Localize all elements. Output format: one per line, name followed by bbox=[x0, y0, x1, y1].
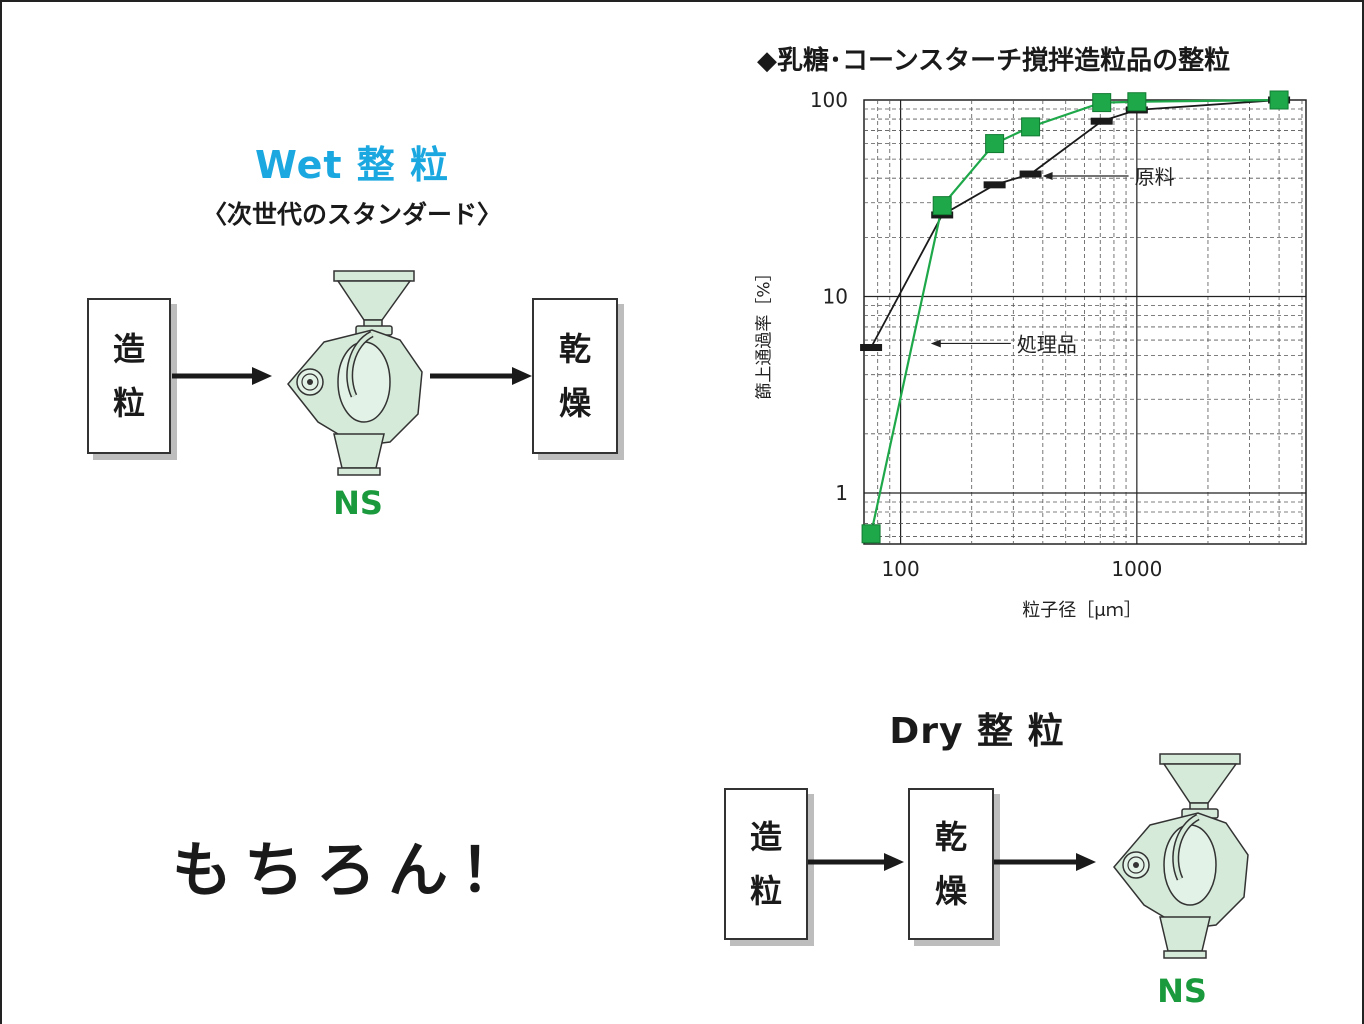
y-tick-label: 10 bbox=[823, 284, 848, 308]
raw-annotation-arrowhead bbox=[1042, 172, 1053, 181]
wet-title: Wet 整 粒 bbox=[255, 143, 449, 187]
arrow-right-icon bbox=[808, 853, 904, 871]
dry-granulation-box: 造 粒 bbox=[724, 788, 808, 940]
wet-drying-char-2: 燥 bbox=[558, 384, 591, 422]
raw-data-point bbox=[1090, 117, 1113, 125]
granulator-machine-icon bbox=[1113, 753, 1249, 959]
dry-flow-arrows bbox=[808, 853, 1096, 871]
processed-data-point bbox=[1269, 90, 1289, 110]
plot-frame bbox=[863, 99, 1307, 545]
arrow-right-icon bbox=[172, 367, 272, 385]
wet-machine-label: NS bbox=[333, 484, 383, 522]
x-tick-label: 1000 bbox=[1111, 557, 1162, 581]
processed-series-label: 処理品 bbox=[1017, 332, 1077, 356]
exclamation-text: もちろん！ bbox=[172, 836, 532, 906]
processed-data-point bbox=[1127, 92, 1147, 112]
processed-data-point bbox=[932, 196, 952, 216]
wet-granulation-char-2: 粒 bbox=[112, 384, 145, 422]
processed-data-point bbox=[1092, 93, 1112, 113]
processed-data-point bbox=[1021, 117, 1041, 137]
wet-granulation-box: 造 粒 bbox=[87, 298, 171, 454]
raw-data-point bbox=[1019, 170, 1042, 178]
raw-series-label: 原料 bbox=[1135, 165, 1175, 189]
arrow-right-icon bbox=[430, 367, 532, 385]
wet-subtitle: 〈次世代のスタンダード〉 bbox=[201, 200, 502, 229]
chart-title: ◆乳糖･コーンスターチ撹拌造粒品の整粒 bbox=[757, 46, 1231, 76]
y-tick-label: 1 bbox=[835, 481, 848, 505]
dry-granulation-char-2: 粒 bbox=[749, 872, 782, 910]
x-tick-label: 100 bbox=[882, 557, 920, 581]
raw-data-point bbox=[983, 181, 1006, 189]
dry-drying-char-1: 乾 bbox=[934, 818, 967, 856]
wet-flow-arrows bbox=[172, 367, 532, 385]
wet-drying-box: 乾 燥 bbox=[532, 298, 618, 454]
y-tick-label: 100 bbox=[810, 88, 848, 112]
dry-drying-box: 乾 燥 bbox=[908, 788, 994, 940]
wet-granulation-char-1: 造 bbox=[112, 330, 145, 368]
processed-data-point bbox=[985, 134, 1005, 154]
arrow-right-icon bbox=[994, 853, 1096, 871]
dry-granulation-char-1: 造 bbox=[749, 818, 782, 856]
wet-drying-char-1: 乾 bbox=[558, 330, 591, 368]
granulator-machine-icon bbox=[287, 270, 423, 476]
dry-machine-label: NS bbox=[1157, 972, 1207, 1010]
processed-data-point bbox=[861, 524, 881, 544]
dry-title: Dry 整 粒 bbox=[889, 711, 1065, 752]
processed-annotation-arrowhead bbox=[930, 339, 941, 348]
dry-drying-char-2: 燥 bbox=[934, 872, 967, 910]
raw-data-point bbox=[860, 344, 883, 352]
chart-x-axis-label: 粒子径［μｍ］ bbox=[1022, 600, 1142, 621]
